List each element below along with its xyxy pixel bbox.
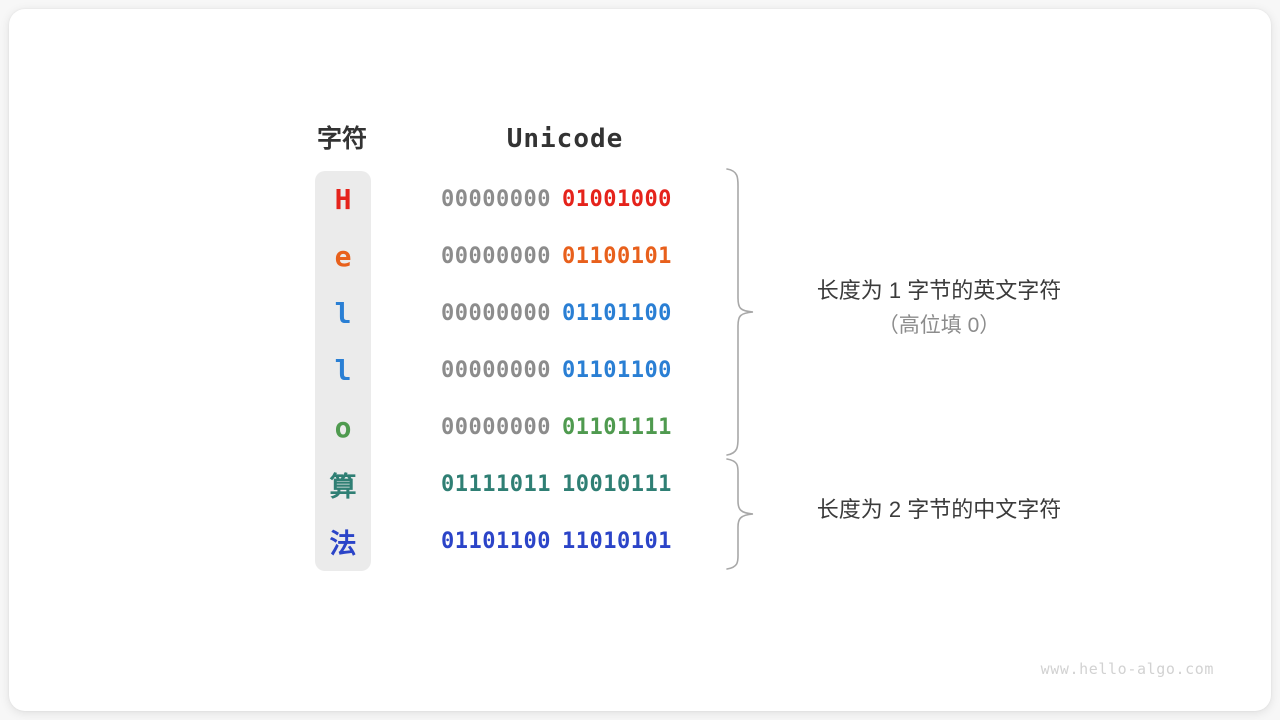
character-column-background: [315, 171, 371, 571]
binary-high-byte: 00000000: [441, 244, 551, 269]
binary-high-byte: 00000000: [441, 187, 551, 212]
character-glyph: l: [334, 354, 352, 387]
binary-low-byte: 11010101: [561, 529, 672, 554]
binary-low-byte: 01100101: [561, 244, 672, 269]
annotation-cjk: 长度为 2 字节的中文字符: [769, 492, 1109, 528]
character-glyph: 法: [329, 529, 357, 560]
character-cell: l: [315, 285, 371, 342]
binary-low-byte: 01001000: [561, 187, 672, 212]
binary-low-byte: 01101100: [561, 358, 672, 383]
binary-row: 00000000 01101100: [441, 342, 741, 399]
binary-low-byte: 01101100: [561, 301, 672, 326]
annotation-ascii-line2: （高位填 0）: [877, 314, 1001, 337]
character-cell: 算: [315, 456, 371, 513]
character-glyph: l: [334, 297, 352, 330]
column-header-character: 字符: [316, 125, 367, 153]
character-glyph: 算: [329, 472, 357, 503]
character-cell: 法: [315, 513, 371, 570]
character-glyph: e: [334, 240, 352, 273]
character-cell: o: [315, 399, 371, 456]
character-cell: l: [315, 342, 371, 399]
binary-row: 00000000 01101111: [441, 399, 741, 456]
binary-high-byte: 00000000: [441, 358, 551, 383]
binary-low-byte: 01101111: [561, 415, 672, 440]
binary-high-byte: 01111011: [441, 472, 551, 497]
brace-cjk-group: [726, 458, 754, 570]
annotation-cjk-line1: 长度为 2 字节的中文字符: [816, 497, 1062, 522]
binary-high-byte: 00000000: [441, 301, 551, 326]
binary-row: 01111011 10010111: [441, 456, 741, 513]
annotation-ascii: 长度为 1 字节的英文字符 （高位填 0）: [769, 273, 1109, 343]
binary-row: 00000000 01100101: [441, 228, 741, 285]
annotation-ascii-line1: 长度为 1 字节的英文字符: [816, 278, 1062, 303]
character-cell: e: [315, 228, 371, 285]
binary-row: 00000000 01101100: [441, 285, 741, 342]
binary-high-byte: 01101100: [441, 529, 551, 554]
binary-low-byte: 10010111: [561, 472, 672, 497]
watermark: www.hello-algo.com: [1040, 660, 1214, 678]
binary-high-byte: 00000000: [441, 415, 551, 440]
character-cell: H: [315, 171, 371, 228]
character-glyph: o: [334, 411, 352, 444]
binary-row: 00000000 01001000: [441, 171, 741, 228]
column-header-unicode: Unicode: [506, 124, 624, 154]
character-glyph: H: [334, 183, 352, 216]
binary-row: 01101100 11010101: [441, 513, 741, 570]
brace-ascii-group: [726, 168, 754, 456]
